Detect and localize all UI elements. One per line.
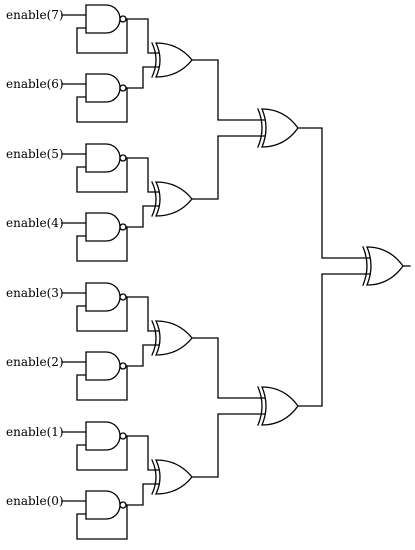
nand-inversion-bubble [119,501,127,509]
input-label-enable-1: enable(1) [6,425,64,439]
xor-l3-input-wire-a [297,127,372,259]
xor-gate-level1-0 [151,42,193,78]
xor-gate-level1-3 [151,459,193,495]
input-label-enable-2: enable(2) [6,355,64,369]
xor-l1-input-wire-b-2 [125,344,161,367]
xor-l1-input-wire-a-3 [125,435,161,471]
nand-inversion-bubble [119,154,127,162]
nand-gate-body [85,143,121,173]
xor-gate-level2-1 [257,386,299,426]
nand-gate-body [85,421,121,451]
nand-gate-body [85,490,121,520]
input-label-enable-0: enable(0) [6,494,64,508]
xor-gate-level1-2 [151,320,193,356]
input-label-enable-5: enable(5) [6,147,64,161]
input-label-enable-6: enable(6) [6,77,64,91]
xor-l2-input-wire-a-0 [191,59,267,121]
xor-l1-input-wire-b-3 [125,483,161,506]
xor-l1-input-wire-a-1 [125,157,161,193]
input-label-enable-4: enable(4) [6,216,64,230]
xor-gate-back-curve [151,459,157,495]
xor-gate-back-curve [257,386,263,426]
xor-gate-back-curve [362,246,368,286]
wires [61,14,411,540]
xor-l3-input-wire-b [297,273,372,407]
xor-gate-body [154,181,193,217]
xor-l1-input-wire-b-1 [125,205,161,228]
nand-gate-3 [85,282,127,312]
xor-l1-input-wire-b-0 [125,66,161,89]
nand-inversion-bubble [119,223,127,231]
xor-gate-back-curve [151,320,157,356]
xor-gate-body [154,459,193,495]
xor-gate-level2-0 [257,108,299,148]
nand-gate-7 [85,4,127,34]
xor-gate-level3-final [362,246,404,286]
input-label-enable-3: enable(3) [6,286,64,300]
nand-gate-body [85,282,121,312]
xor-l1-input-wire-a-0 [125,18,161,54]
nand-gate-body [85,4,121,34]
xor-l2-input-wire-b-0 [191,135,267,200]
xor-gate-body [154,42,193,78]
xor-gate-level1-1 [151,181,193,217]
nand-gate-0 [85,490,127,520]
xor-l2-input-wire-b-1 [191,413,267,478]
xor-l1-input-wire-a-2 [125,296,161,332]
nand-gate-6 [85,73,127,103]
nand-inversion-bubble [119,362,127,370]
xor-gate-body [154,320,193,356]
gates [85,4,404,520]
xor-gate-back-curve [257,108,263,148]
xor-gate-body [261,386,299,426]
nand-gate-2 [85,351,127,381]
xor-gate-body [261,108,299,148]
xor-gate-back-curve [151,181,157,217]
nand-inversion-bubble [119,293,127,301]
nand-gate-body [85,212,121,242]
xor-gate-back-curve [151,42,157,78]
input-labels: enable(7) enable(6) enable(5) enable(4) … [6,8,64,508]
xor-gate-body [366,246,404,286]
nand-gate-1 [85,421,127,451]
xor-l2-input-wire-a-1 [191,337,267,399]
nand-gate-5 [85,143,127,173]
input-label-enable-7: enable(7) [6,8,64,22]
nand-gate-4 [85,212,127,242]
nand-inversion-bubble [119,84,127,92]
nand-inversion-bubble [119,15,127,23]
nand-gate-body [85,351,121,381]
nand-inversion-bubble [119,432,127,440]
nand-gate-body [85,73,121,103]
